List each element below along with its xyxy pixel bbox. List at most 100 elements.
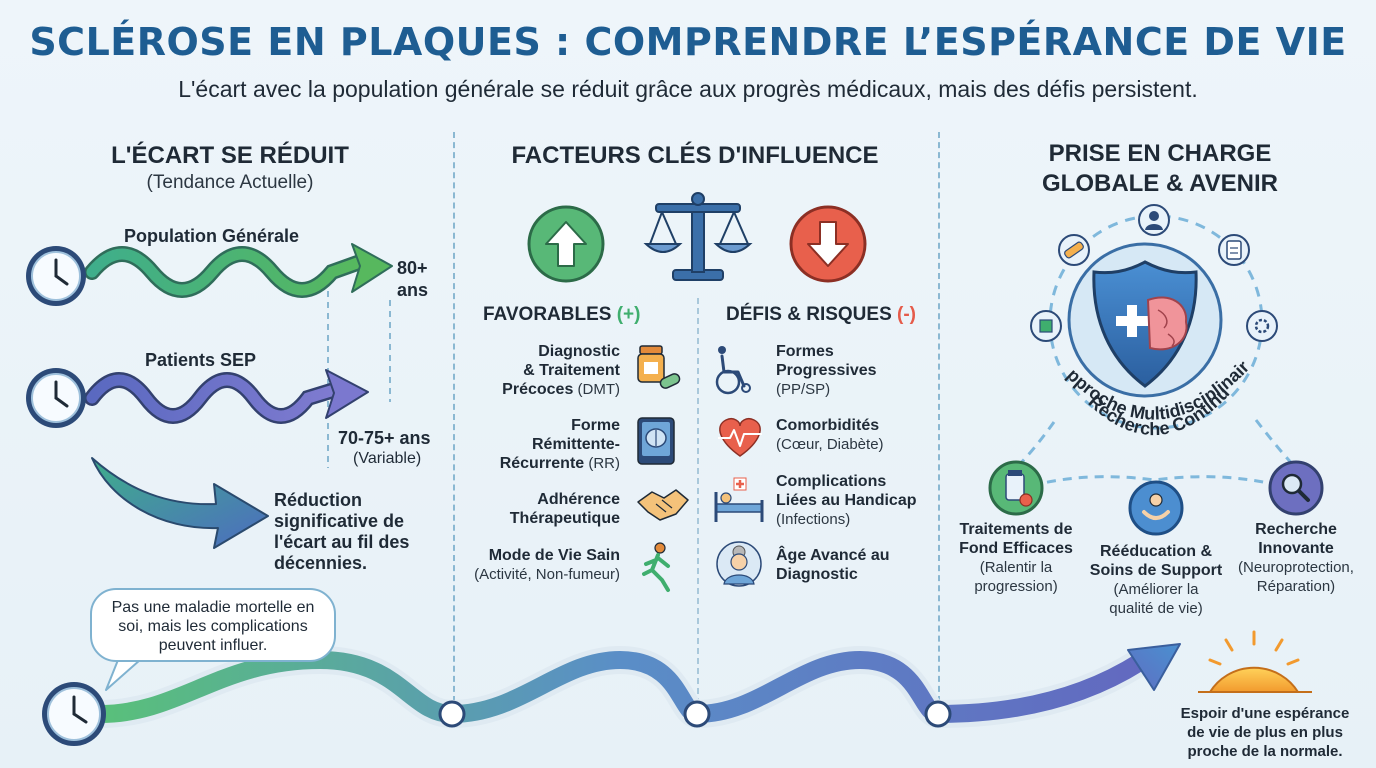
favorable-item-title: & Traitement [523,362,620,379]
pillar-sub: progression) [974,578,1058,595]
favorable-item-title: Diagnostic [538,343,620,360]
risk-item-title: Âge Avancé au [776,547,890,564]
orbit-clipboard-icon [1218,234,1250,266]
page-title: SCLÉROSE EN PLAQUES : COMPRENDRE L’ESPÉR… [29,20,1347,64]
scale-icon [643,192,753,281]
column-divider-right [938,132,940,702]
pillar-sub: qualité de vie) [1109,600,1203,617]
reduction-text: Réduction significative de l'écart au fi… [274,490,409,574]
sep-patients-note: (Variable) [353,450,422,467]
risk-item-3: Complications Liées au Handicap (Infecti… [776,472,936,529]
favorables-sign: (+) [616,304,641,325]
favorable-item-title: Rémittente- [531,436,620,453]
pillar-research: Recherche Innovante (Neuroprotection, Ré… [1226,520,1366,596]
pillar-treatments: Traitements de Fond Efficaces (Ralentir … [946,520,1086,596]
hope-text: Espoir d'une espérance de vie de plus en… [1160,704,1370,761]
left-subheading: (Tendance Actuelle) [146,172,314,193]
orbit-chip-icon [1030,310,1062,342]
favorable-item-4: Mode de Vie Sain (Activité, Non-fumeur) [440,546,620,584]
reduction-text-line: significative de [274,511,405,531]
risk-item-title: Diagnostic [776,566,858,583]
column-divider-left [453,132,455,702]
runner-icon [642,542,670,592]
pillar-sub: (Neuroprotection, [1238,559,1354,576]
timeline-node-1 [438,700,466,728]
pillar-title: Soins de Support [1089,562,1223,579]
favorable-item-title: Mode de Vie Sain [488,547,620,564]
risk-item-title: Formes [776,343,834,360]
risk-item-1: Formes Progressives (PP/SP) [776,342,936,399]
shield-brain-icon [1092,260,1198,388]
pillar-title: Fond Efficaces [959,540,1073,557]
handshake-icon [637,489,689,521]
speech-bubble-tail [105,659,141,691]
risk-item-note: (Cœur, Diabète) [776,436,884,453]
page-subtitle: L'écart avec la population générale se r… [178,76,1198,102]
risk-item-4: Âge Avancé au Diagnostic [776,546,936,584]
favorable-item-title: Thérapeutique [509,510,620,527]
favorable-item-note: (RR) [584,455,620,472]
connector-bottom [1015,475,1297,492]
right-heading-line-2: GLOBALE & AVENIR [1041,170,1278,197]
hope-text-line: de vie de plus en plus [1187,724,1343,741]
orbit-gear-icon [1246,310,1278,342]
risk-item-note: (Infections) [776,511,851,528]
favorable-item-note: (Activité, Non-fumeur) [474,566,620,583]
down-arrow-icon [789,205,867,283]
risk-item-title: Progressives [776,362,877,379]
favorable-item-3: Adhérence Thérapeutique [440,490,620,528]
up-arrow-icon [527,205,605,283]
risks-heading-text: DÉFIS & RISQUES [726,304,892,325]
clock-icon-sep [26,368,86,428]
pillar-title: Traitements de [959,521,1073,538]
general-population-value-1: 80+ [397,258,428,278]
sep-patients-arrow [84,369,369,424]
favorable-item-2: Forme Rémittente- Récurrente (RR) [440,416,620,473]
clock-icon-general [26,246,86,306]
pill-bottle-icon [637,345,681,389]
sun-icon [1198,630,1312,693]
orbit-bandage-icon [1058,234,1090,266]
reduction-arrow [91,457,269,549]
risk-item-2: Comorbidités (Cœur, Diabète) [776,416,936,454]
factor-divider [697,298,699,704]
reduction-text-line: décennies. [274,553,368,573]
pillar-sub: (Ralentir la [979,559,1053,576]
heart-pulse-icon [718,417,762,457]
risk-item-title: Complications [776,473,887,490]
favorable-item-title: Récurrente [499,455,585,472]
bubble-line: peuvent influer. [158,637,268,654]
timeline-node-2 [683,700,711,728]
general-population-value-2: ans [397,280,429,300]
right-heading-line-1: PRISE EN CHARGE [1048,140,1272,167]
timeline-node-3 [924,700,952,728]
hope-text-line: Espoir d'une espérance [1180,705,1350,722]
favorable-item-1: Diagnostic & Traitement Précoces (DMT) [440,342,620,399]
clock-icon-timeline [42,682,106,746]
brain-scan-icon [637,417,675,465]
risks-heading: DÉFIS & RISQUES (-) [726,304,916,326]
pillar-rehabilitation: Rééducation & Soins de Support (Améliore… [1076,542,1236,618]
pillar-title: Rééducation & [1099,543,1212,560]
left-heading: L'ÉCART SE RÉDUIT [111,142,349,169]
pillar-title: Innovante [1258,540,1334,557]
sep-patients-value: 70-75+ ans [338,428,431,448]
reduction-text-line: Réduction [274,490,362,510]
magnifier-icon [1268,460,1324,516]
general-population-arrow [84,243,393,298]
favorable-item-title: Adhérence [537,491,620,508]
connector-right [1254,419,1296,468]
favorable-item-title: Forme [571,417,620,434]
wheelchair-icon [715,346,751,395]
risk-item-title: Comorbidités [776,417,880,434]
risks-sign: (-) [897,304,917,325]
middle-heading: FACTEURS CLÉS D'INFLUENCE [511,142,879,169]
favorable-item-note: (DMT) [573,381,621,398]
bubble-line: soi, mais les complications [118,618,308,635]
favorables-heading-text: FAVORABLES [483,304,612,325]
speech-bubble: Pas une maladie mortelle en soi, mais le… [90,588,336,662]
pillar-title: Recherche [1255,521,1337,538]
bubble-line: Pas une maladie mortelle en [111,599,315,616]
reduction-text-line: l'écart au fil des [274,532,410,552]
